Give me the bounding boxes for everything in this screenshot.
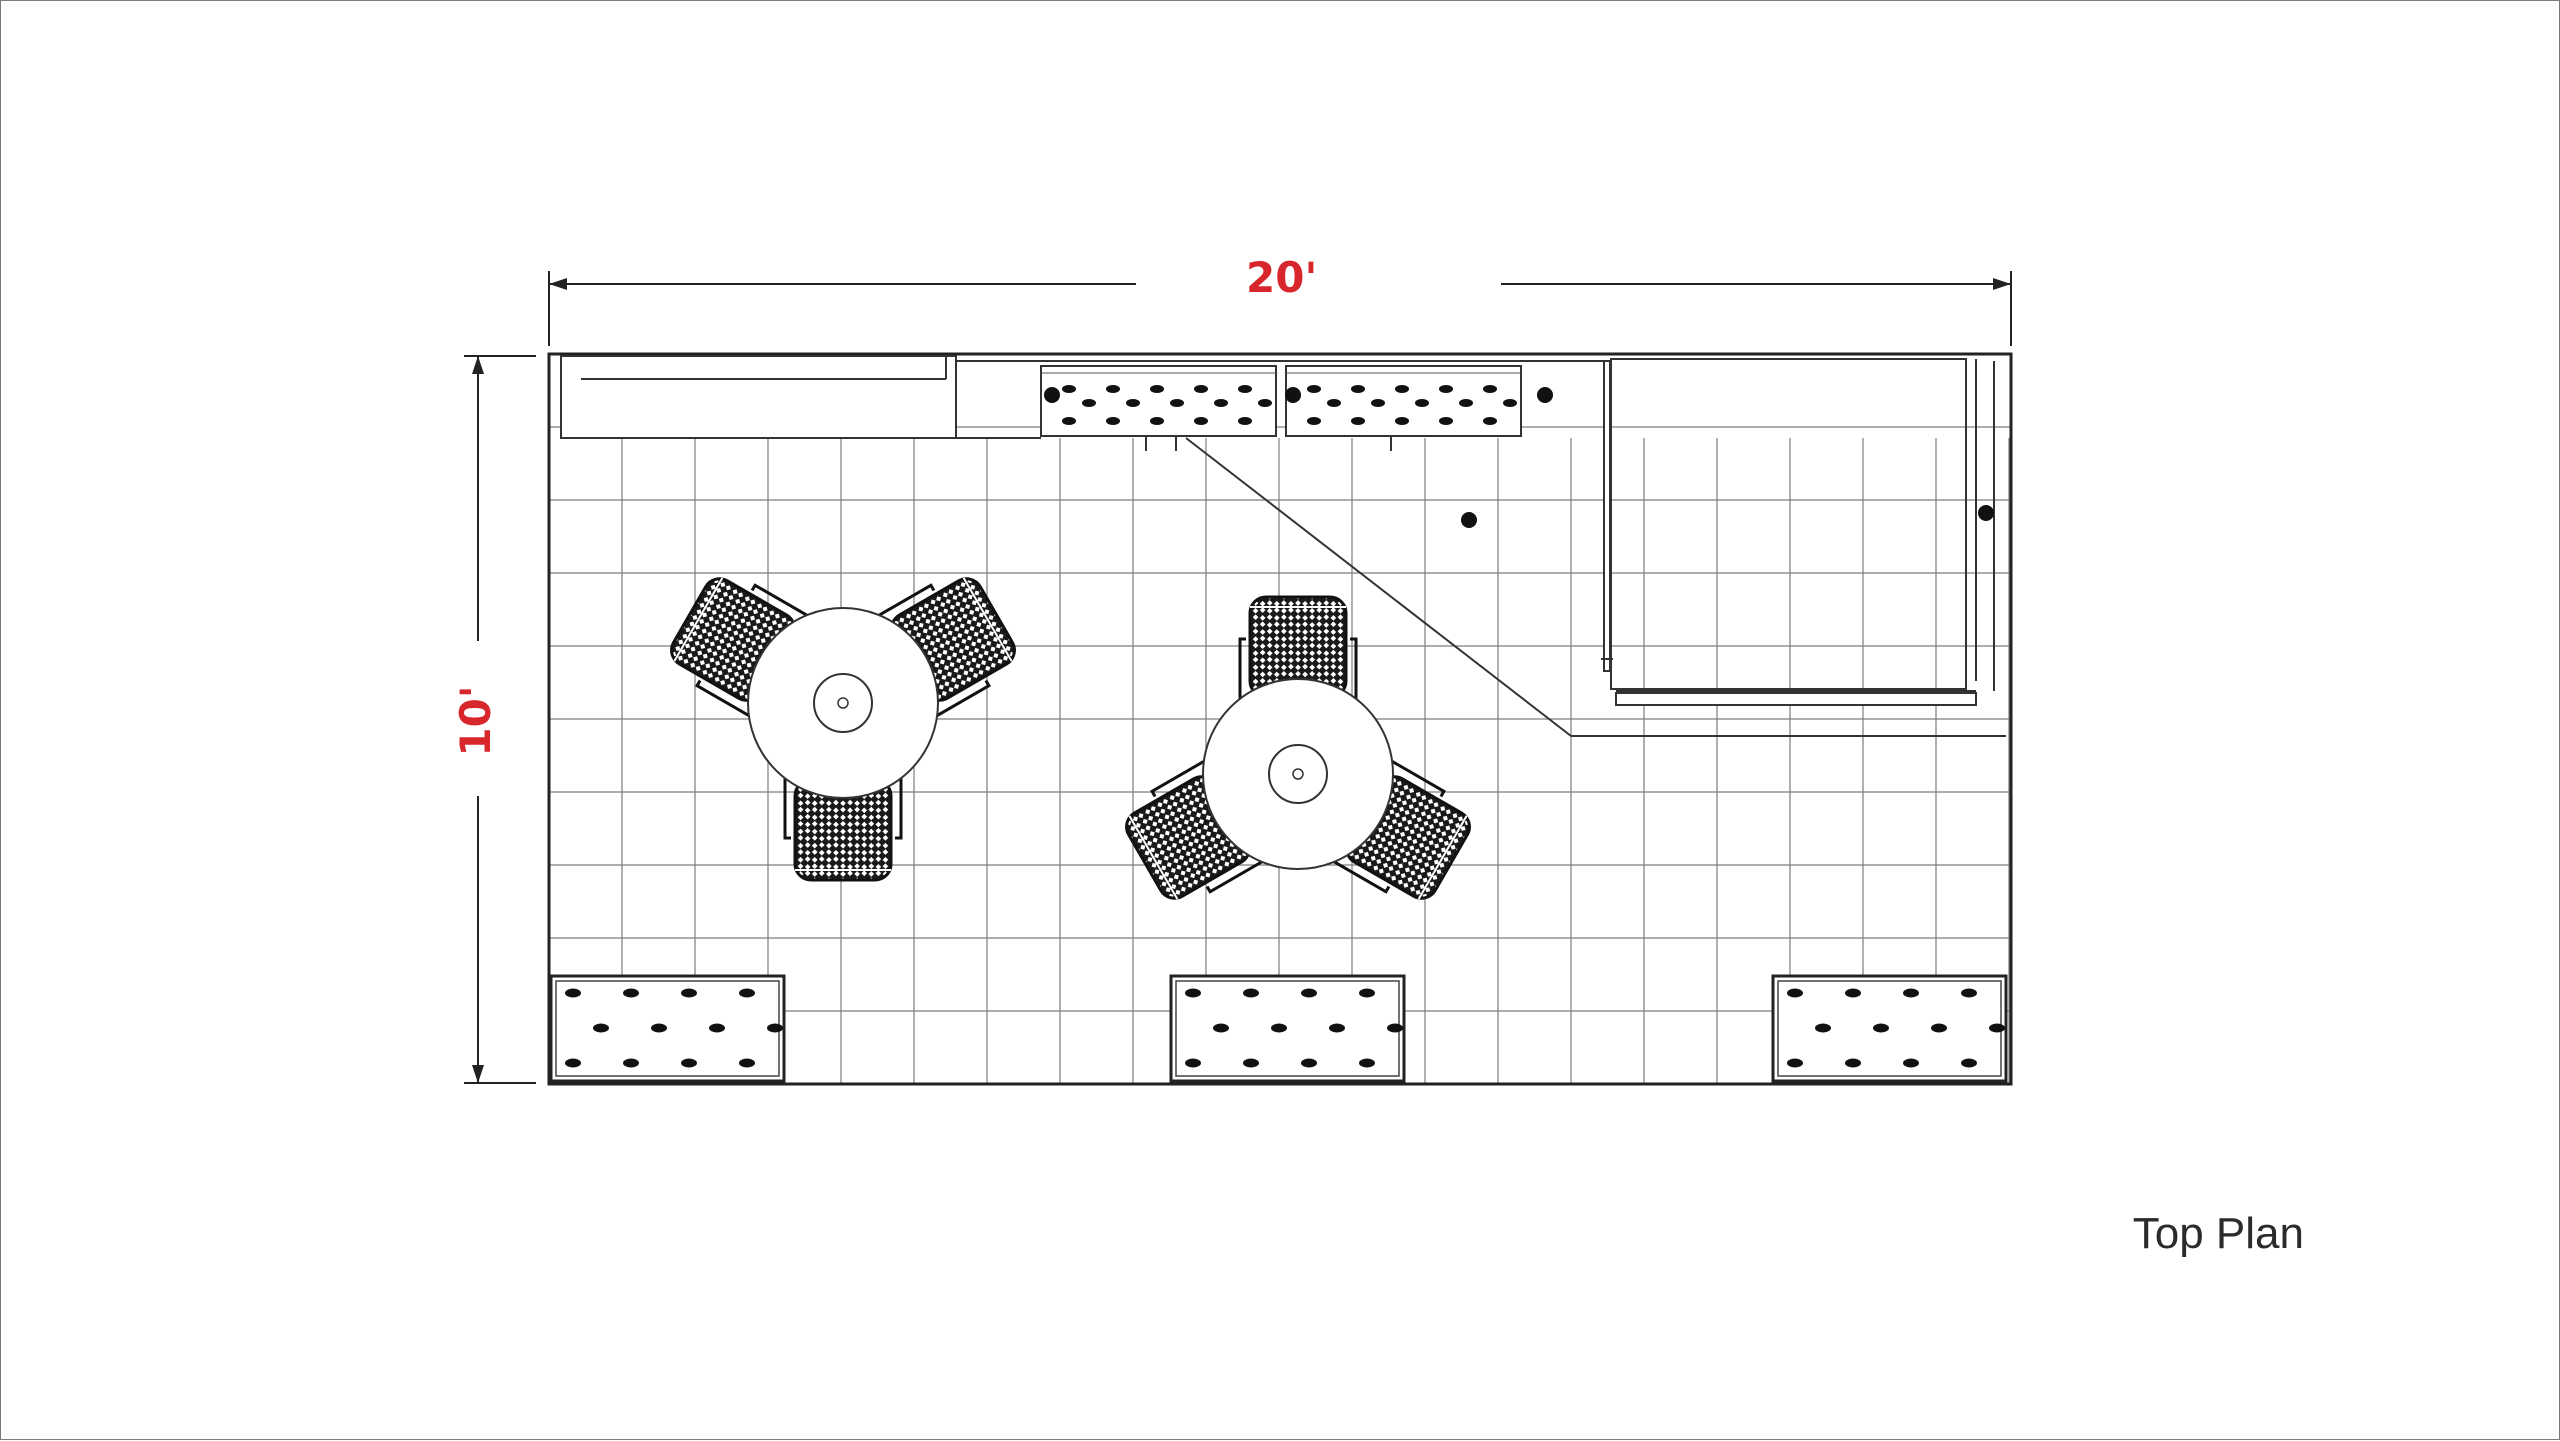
planter-dot [1483, 385, 1497, 393]
planter-dot [681, 1058, 697, 1068]
planter-legs [1145, 436, 1392, 451]
planter-dot [1062, 385, 1076, 393]
planter-dot [1359, 1058, 1375, 1068]
planter-dot [1351, 417, 1365, 425]
planter-dot [1106, 385, 1120, 393]
planter-dot [1258, 399, 1272, 407]
planter-dot [1243, 1058, 1259, 1068]
planter-dot [1415, 399, 1429, 407]
planter-dot [1329, 1023, 1345, 1033]
front-planter [1169, 974, 1406, 1083]
width-dimension-label: 20' [1246, 253, 1318, 302]
planter-dot [1238, 385, 1252, 393]
chair [1238, 595, 1358, 711]
booth-outline [547, 352, 2013, 1086]
planter-dot [1214, 399, 1228, 407]
planter-dot [565, 988, 581, 998]
planter-dot [1106, 417, 1120, 425]
planter-dot [565, 1058, 581, 1068]
back-planter-left [1040, 365, 1277, 437]
planter-dot [1903, 988, 1919, 998]
planter-dot [1082, 399, 1096, 407]
planter-dot [593, 1023, 609, 1033]
planter-dot [1483, 417, 1497, 425]
back-counter [560, 355, 1611, 439]
planter-dot [1989, 1023, 2005, 1033]
planter-dot [1359, 988, 1375, 998]
planter-dot [1439, 417, 1453, 425]
planter-dot [1395, 417, 1409, 425]
planter-dot [623, 1058, 639, 1068]
front-planter [549, 974, 786, 1083]
planter-dot [739, 1058, 755, 1068]
planter-dot [1371, 399, 1385, 407]
planter-dot [1301, 1058, 1317, 1068]
planter-dot [767, 1023, 783, 1033]
umbrella-base [1268, 744, 1328, 804]
planter-dot [1170, 399, 1184, 407]
planter-dot [1931, 1023, 1947, 1033]
front-planter [1771, 974, 2008, 1083]
planter-dot [651, 1023, 667, 1033]
planter-dot [1815, 1023, 1831, 1033]
planter-dot [1150, 385, 1164, 393]
table-group-left [670, 577, 1016, 882]
planter-dot [1243, 988, 1259, 998]
planter-dot [1903, 1058, 1919, 1068]
planter-dot [1185, 1058, 1201, 1068]
planter-dot [1845, 1058, 1861, 1068]
planter-dot [1271, 1023, 1287, 1033]
width-dimension-line [548, 271, 2012, 346]
planter-dot [1845, 988, 1861, 998]
planter-dot [1351, 385, 1365, 393]
planter-dot [1787, 988, 1803, 998]
depth-dimension-label: 10' [451, 685, 500, 757]
planter-dot [1327, 399, 1341, 407]
planter-dot [623, 988, 639, 998]
planter-dot [681, 988, 697, 998]
round-table [747, 607, 939, 799]
back-planter-right [1285, 365, 1522, 437]
fixture-dots [1044, 387, 1994, 528]
umbrella-base [813, 673, 873, 733]
planter-dot [1873, 1023, 1889, 1033]
plan-caption: Top Plan [2132, 1209, 2304, 1258]
planter-dot [1126, 399, 1140, 407]
planter-dot [1961, 1058, 1977, 1068]
planter-dot [1307, 385, 1321, 393]
planter-dot [1395, 385, 1409, 393]
planter-dot [1301, 988, 1317, 998]
table-group-center [1125, 595, 1471, 900]
planter-dot [1150, 417, 1164, 425]
planter-dot [1387, 1023, 1403, 1033]
planter-dot [1503, 399, 1517, 407]
planter-dot [1185, 988, 1201, 998]
storage-room [1185, 358, 2006, 737]
depth-dimension-line [464, 355, 536, 1084]
planter-dot [739, 988, 755, 998]
planter-dot [1787, 1058, 1803, 1068]
planter-dot [1213, 1023, 1229, 1033]
planter-dot [1459, 399, 1473, 407]
planter-dot [709, 1023, 725, 1033]
planter-dot [1961, 988, 1977, 998]
planter-dot [1307, 417, 1321, 425]
planter-dot [1194, 385, 1208, 393]
planter-dot [1238, 417, 1252, 425]
planter-dot [1194, 417, 1208, 425]
round-table [1202, 678, 1394, 870]
planter-dot [1062, 417, 1076, 425]
planter-dot [1439, 385, 1453, 393]
